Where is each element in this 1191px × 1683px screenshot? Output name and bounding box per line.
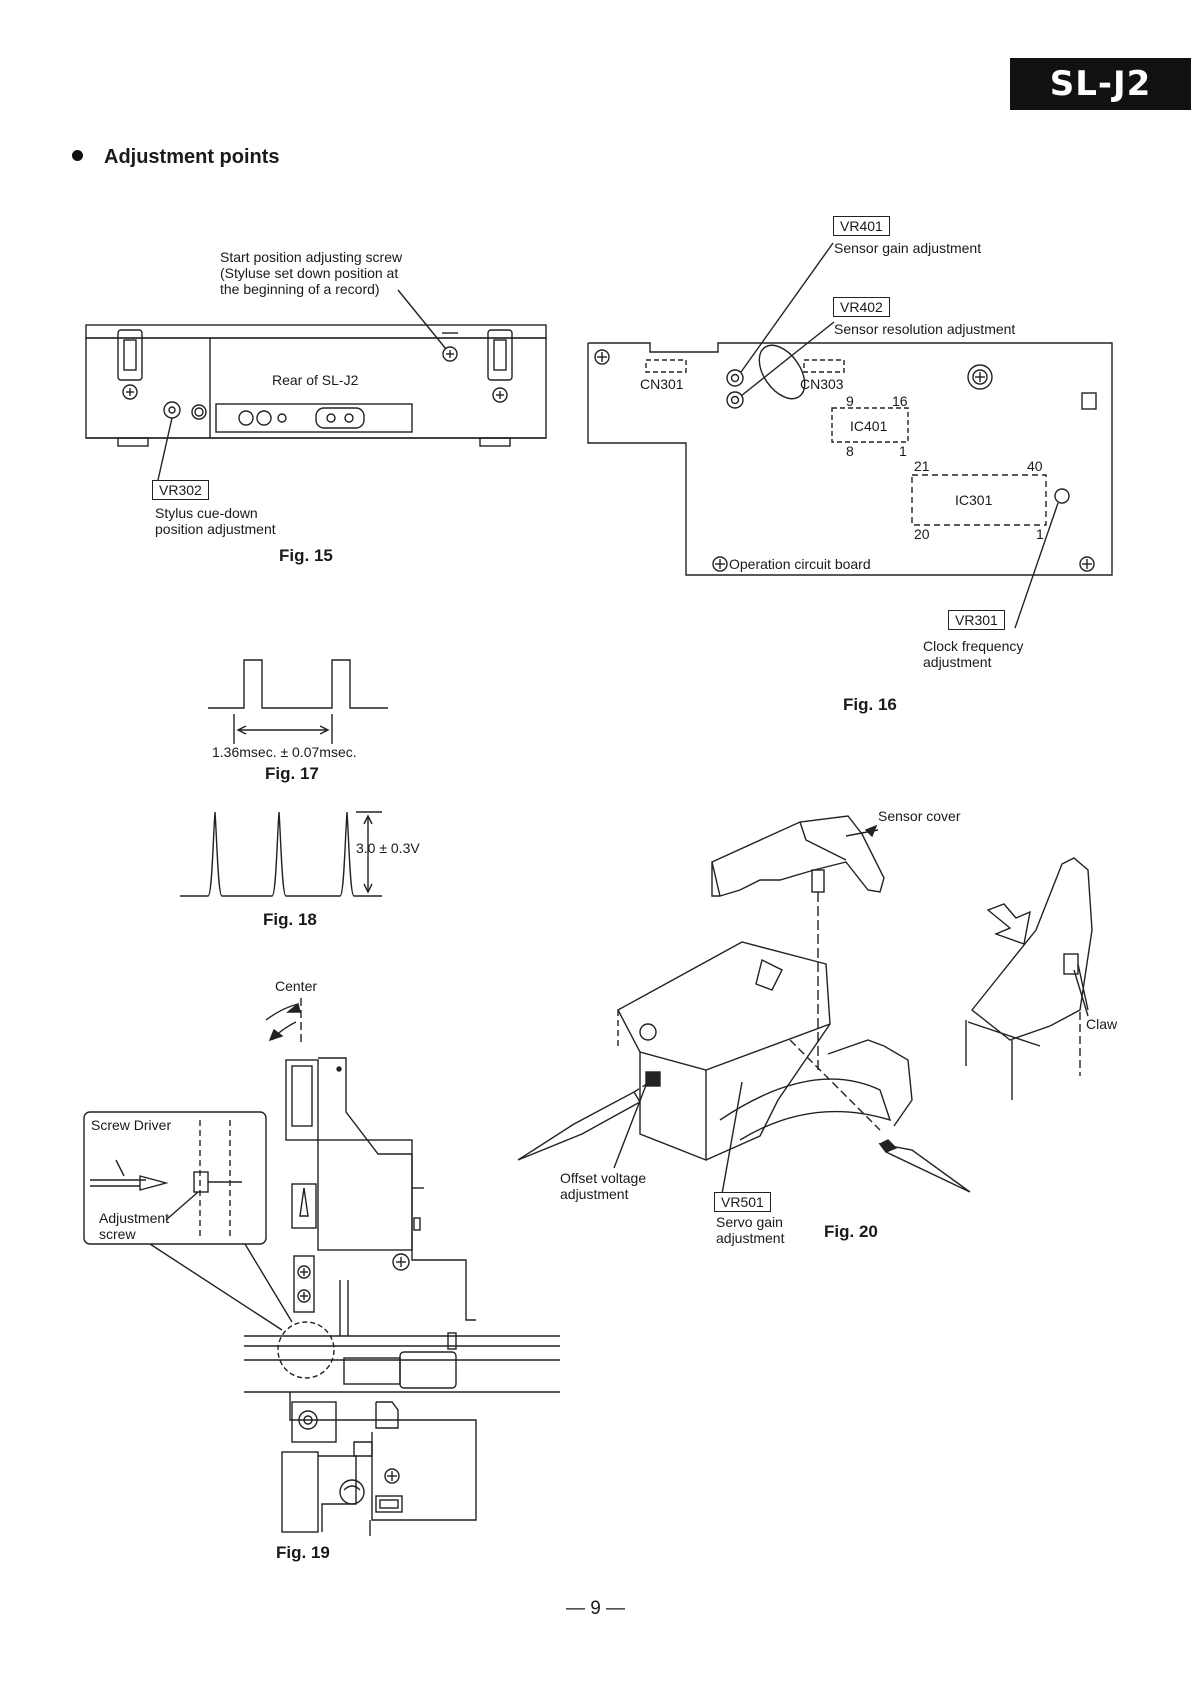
fig18-waveform [180,811,382,897]
bullet-icon [72,150,83,162]
cn301-label: CN301 [640,376,684,392]
board-label: Operation circuit board [729,556,871,572]
vr301-label: VR301 [948,610,1005,630]
fig17-caption: Fig. 17 [265,764,319,783]
center-label: Center [275,978,318,994]
amplitude-label: 3.0 ± 0.3V [356,840,420,856]
section-heading: Adjustment points [72,146,280,169]
adjustment-screw-label: Adjustment screw [99,1210,170,1242]
cn303-label: CN303 [800,376,844,392]
ic301-pin: 40 [1027,458,1043,474]
fig17-waveform [208,659,388,744]
fig16-caption: Fig. 16 [843,695,897,714]
ic301-pin: 20 [914,526,930,542]
ic401-pin: 16 [892,393,908,409]
model-badge: SL-J2 [1010,58,1191,110]
ic301-label: IC301 [955,492,993,508]
fig16-board-drawing [587,242,1113,629]
vr302-description: Stylus cue-down position adjustment [155,505,276,537]
fig18-caption: Fig. 18 [263,910,317,929]
ic301-pin: 1 [1036,526,1044,542]
offset-voltage-label: Offset voltage adjustment [560,1170,647,1202]
vr501-label: VR501 [714,1192,771,1212]
vr501-description: Servo gain adjustment [716,1214,785,1246]
page-number: — 9 — [565,1598,626,1619]
rear-label: Rear of SL-J2 [272,372,359,388]
vr402-label: VR402 [833,297,890,317]
ic401-pin: 1 [899,443,907,459]
section-title: Adjustment points [104,146,280,168]
vr401-description: Sensor gain adjustment [834,240,982,256]
vr402-description: Sensor resolution adjustment [834,321,1016,337]
vr401-label: VR401 [833,216,890,236]
ic301-pin: 21 [914,458,930,474]
period-label: 1.36msec. ± 0.07msec. [212,744,357,760]
fig20-drawing [517,815,1093,1195]
fig15-caption: Fig. 15 [279,546,333,565]
ic401-label: IC401 [850,418,888,434]
ic401-pin: 8 [846,443,854,459]
claw-label: Claw [1086,1016,1118,1032]
fig19-drawing [83,998,560,1536]
fig20-caption: Fig. 20 [824,1222,878,1241]
ic401-pin: 9 [846,393,854,409]
vr302-label: VR302 [152,480,209,500]
fig19-caption: Fig. 19 [276,1543,330,1562]
vr301-description: Clock frequency adjustment [923,638,1024,670]
fig15-rear-drawing [85,289,547,481]
start-screw-note: Start position adjusting screw (Styluse … [220,249,403,297]
screwdriver-label: Screw Driver [91,1117,172,1133]
sensor-cover-label: Sensor cover [878,808,961,824]
